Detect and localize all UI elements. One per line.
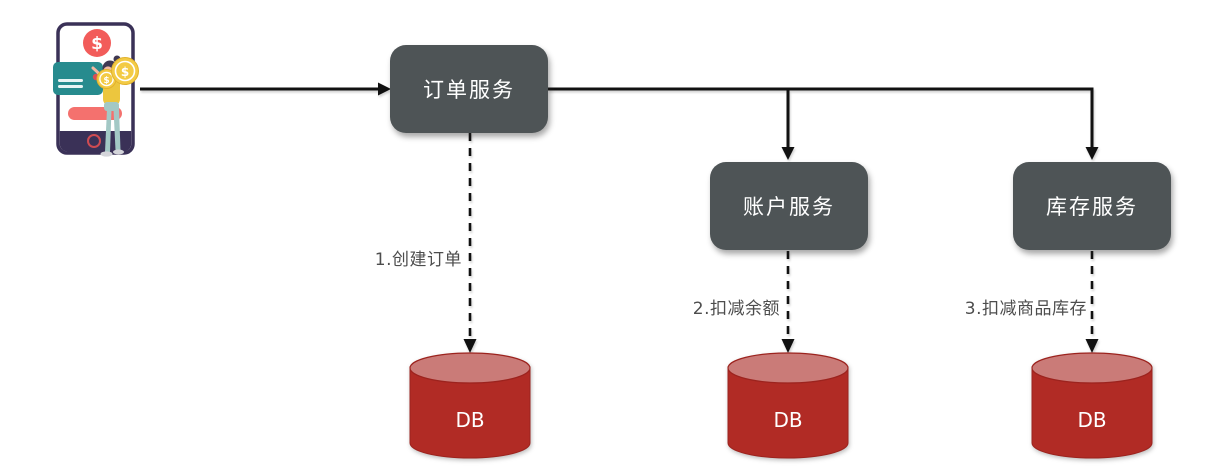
- node-inventory-service: 库存服务: [1013, 162, 1171, 250]
- svg-text:$: $: [91, 34, 103, 54]
- database-cylinder-icon: [1031, 352, 1153, 459]
- svg-text:$: $: [121, 65, 129, 79]
- node-inventory-db: DB: [1030, 352, 1154, 462]
- dollar-badge-icon: $: [83, 29, 111, 57]
- inventory-db-label: DB: [1077, 408, 1107, 432]
- order-service-label: 订单服务: [423, 78, 515, 102]
- svg-text:$: $: [103, 76, 109, 86]
- edge-order-to-db-dashed: [463, 133, 477, 353]
- node-order-db: DB: [408, 352, 532, 462]
- inventory-service-label: 库存服务: [1046, 195, 1138, 219]
- edge-order-to-inventory: [548, 87, 1099, 160]
- edge-label-deduct-inventory: 3.扣减商品库存: [964, 299, 1087, 319]
- edge-order-to-account: [781, 89, 795, 160]
- account-db-label: DB: [773, 408, 803, 432]
- coin-icon: $ $: [96, 57, 139, 89]
- payment-user-illustration: $ $: [0, 0, 180, 175]
- account-service-label: 账户服务: [743, 195, 835, 219]
- database-cylinder-icon: [409, 352, 531, 459]
- node-order-service: 订单服务: [390, 45, 548, 133]
- edge-account-to-db-dashed: [781, 251, 795, 353]
- node-account-service: 账户服务: [710, 162, 868, 250]
- edge-inventory-to-db-dashed: [1085, 251, 1099, 353]
- node-account-db: DB: [726, 352, 850, 462]
- edge-label-deduct-balance: 2.扣减余额: [692, 299, 780, 319]
- edge-label-create-order: 1.创建订单: [374, 250, 462, 270]
- credit-card-icon: [53, 62, 103, 95]
- home-button-icon: [87, 134, 101, 148]
- order-db-label: DB: [455, 408, 485, 432]
- database-cylinder-icon: [727, 352, 849, 459]
